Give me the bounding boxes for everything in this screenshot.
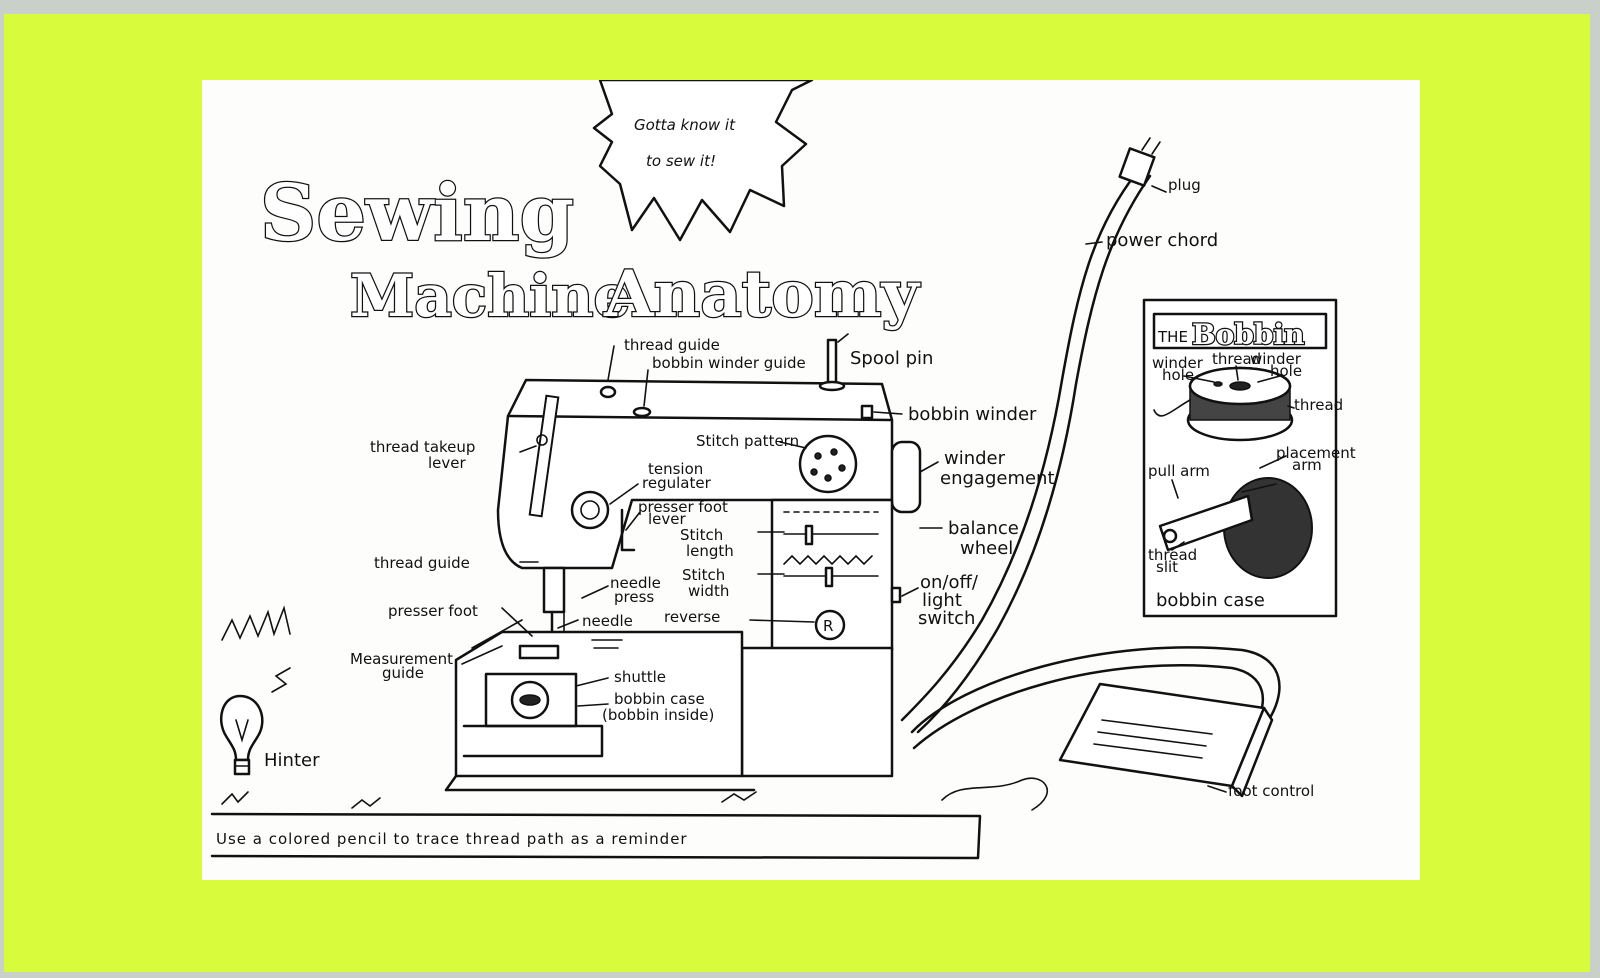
- label-thread-takeup-2: lever: [428, 454, 467, 472]
- label-balance-wheel-1: balance: [948, 518, 1019, 539]
- balance-wheel: [890, 440, 922, 514]
- bobbin-title-prefix: THE: [1157, 328, 1188, 346]
- label-bobbin-case-1: bobbin case: [614, 690, 705, 708]
- label-bobbin-winder: bobbin winder: [908, 404, 1037, 425]
- label-stitch-length-1: Stitch: [680, 526, 723, 544]
- label-spool-pin: Spool pin: [850, 348, 933, 369]
- stitch-pattern-dial: [798, 434, 858, 494]
- burst-line2: to sew it!: [646, 152, 716, 170]
- bobbin-thread-slit-2: slit: [1156, 558, 1178, 576]
- burst-line1: Gotta know it: [634, 116, 736, 134]
- label-presser-foot: presser foot: [388, 602, 478, 620]
- label-presser-foot-lever-1: presser foot: [638, 498, 728, 516]
- label-on-off-3: switch: [918, 608, 975, 629]
- reverse-button: [814, 609, 846, 641]
- bobbin-pull-arm: pull arm: [1148, 462, 1210, 480]
- label-needle: needle: [582, 612, 633, 630]
- title-line1: Sewing: [260, 168, 574, 259]
- bobbin-thread-side: thread: [1294, 396, 1343, 414]
- label-measurement-guide-2: guide: [382, 664, 424, 682]
- foot-control: [1058, 682, 1274, 798]
- label-bobbin-winder-guide: bobbin winder guide: [652, 354, 806, 372]
- label-measurement-guide-1: Measurement: [350, 650, 453, 668]
- sewing-machine: R: [444, 338, 922, 792]
- sewing-machine-diagram: Sewing Machine Anatomy Gotta know it to …: [210, 80, 1356, 860]
- label-thread-guide-mid: thread guide: [374, 554, 470, 572]
- label-winder-engagement-1: winder: [944, 448, 1006, 469]
- plug-icon: [1118, 147, 1156, 187]
- reverse-button-letter: R: [823, 617, 833, 635]
- bobbin-thread-slit-1: thread: [1148, 546, 1197, 564]
- bobbin-winder-hole-left-1: winder: [1152, 354, 1204, 372]
- floor-scribble: [221, 777, 1048, 811]
- label-on-off-1: on/off/: [920, 572, 979, 593]
- hint-box: Use a colored pencil to trace thread pat…: [210, 812, 982, 860]
- label-on-off-2: light: [922, 590, 962, 611]
- illustration-sheet: Sewing Machine Anatomy Gotta know it to …: [202, 80, 1420, 880]
- title-line2-anatomy: Anatomy: [603, 257, 921, 332]
- label-stitch-pattern: Stitch pattern: [696, 432, 799, 450]
- green-card-background: Sewing Machine Anatomy Gotta know it to …: [4, 14, 1590, 972]
- label-reverse: reverse: [664, 608, 720, 626]
- diagram-title: Sewing Machine Anatomy: [259, 167, 922, 334]
- label-needle-press-2: press: [614, 588, 654, 606]
- bobbin-placement-arm-1: placement: [1276, 444, 1356, 462]
- power-cord: [900, 137, 1161, 734]
- lightbulb-icon: [220, 694, 264, 776]
- label-winder-engagement-2: engagement: [940, 468, 1055, 489]
- label-tension-2: regulater: [642, 474, 712, 492]
- label-thread-guide-top: thread guide: [624, 336, 720, 354]
- hinter: Hinter: [220, 605, 320, 776]
- label-plug: plug: [1168, 176, 1201, 194]
- burst-shape: [592, 80, 814, 242]
- label-power-chord: power chord: [1106, 230, 1218, 251]
- label-balance-wheel-2: wheel: [960, 538, 1013, 559]
- label-tension-1: tension: [648, 460, 703, 478]
- label-stitch-width-1: Stitch: [682, 566, 725, 584]
- label-thread-takeup-1: thread takeup: [370, 438, 475, 456]
- machine-base-right: [740, 646, 894, 778]
- bobbin-winder-hole-right-1: winder: [1250, 350, 1302, 368]
- bobbin-case-caption: bobbin case: [1156, 590, 1265, 611]
- burst-callout: Gotta know it to sew it!: [592, 80, 814, 242]
- label-stitch-length-2: length: [686, 542, 734, 560]
- leader-arrows: [461, 185, 1227, 793]
- bobbin-thread-top: thread: [1212, 350, 1261, 368]
- label-stitch-width-2: width: [688, 582, 729, 600]
- machine-labels: thread guide bobbin winder guide Spool p…: [350, 176, 1314, 800]
- label-shuttle: shuttle: [614, 668, 666, 686]
- label-presser-foot-lever-2: lever: [648, 510, 687, 528]
- label-foot-control: foot control: [1228, 782, 1314, 800]
- bobbin-case-shape: [1223, 477, 1313, 579]
- bobbin-panel: THE Bobbin: [1142, 298, 1356, 618]
- hint-text: Use a colored pencil to trace thread pat…: [216, 830, 688, 848]
- bobbin-winder-hole-right-2: hole: [1270, 362, 1302, 380]
- bobbin-title: Bobbin: [1192, 318, 1305, 351]
- bobbin-winder-hole-left-2: hole: [1162, 366, 1194, 384]
- title-line2-machine: Machine: [350, 262, 630, 330]
- bobbin-placement-arm-2: arm: [1292, 456, 1322, 474]
- hinter-label: Hinter: [264, 750, 320, 771]
- foot-control-cord: [910, 646, 1281, 734]
- tension-dial: [570, 490, 610, 530]
- label-bobbin-case-2: (bobbin inside): [602, 706, 714, 724]
- label-needle-press-1: needle: [610, 574, 661, 592]
